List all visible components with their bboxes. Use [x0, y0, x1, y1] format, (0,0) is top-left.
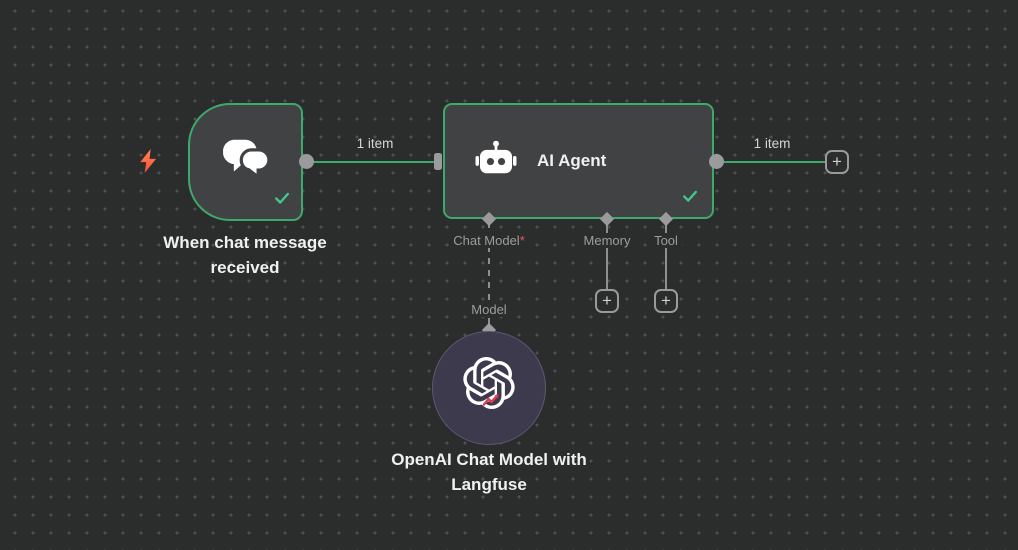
robot-icon — [475, 140, 517, 182]
openai-logo-icon — [463, 356, 515, 414]
input-connector[interactable] — [434, 153, 442, 170]
edge-label: 1 item — [356, 136, 394, 151]
required-marker: * — [519, 233, 525, 248]
memory-port-label: Memory — [567, 233, 647, 248]
connection-trigger-to-agent[interactable] — [310, 161, 438, 163]
output-connector[interactable] — [299, 154, 314, 169]
model-edge-label: Model — [449, 302, 529, 317]
lightning-bolt-icon — [140, 149, 158, 178]
node-title-trigger: When chat message received — [163, 233, 327, 277]
connection-memory — [606, 222, 608, 290]
node-chat-trigger[interactable] — [188, 103, 303, 221]
chat-bubbles-icon — [219, 137, 273, 188]
node-ai-agent[interactable]: AI Agent — [443, 103, 714, 219]
output-connector[interactable] — [709, 154, 724, 169]
node-title-agent: AI Agent — [537, 151, 607, 170]
node-openai-chat-model[interactable] — [432, 331, 546, 445]
check-icon — [273, 189, 291, 212]
add-node-button[interactable]: + — [825, 150, 849, 174]
check-icon — [681, 187, 699, 210]
add-tool-button[interactable]: + — [654, 289, 678, 313]
chat-model-port-label: Chat Model* — [429, 233, 549, 248]
connection-agent-output[interactable] — [720, 161, 826, 163]
connection-chat-model[interactable] — [488, 222, 490, 332]
connection-tool — [665, 222, 667, 290]
edge-label: 1 item — [753, 136, 791, 151]
node-title-model: OpenAI Chat Model with Langfuse — [391, 450, 587, 494]
langfuse-icon — [482, 394, 499, 412]
add-memory-button[interactable]: + — [595, 289, 619, 313]
tool-port-label: Tool — [636, 233, 696, 248]
